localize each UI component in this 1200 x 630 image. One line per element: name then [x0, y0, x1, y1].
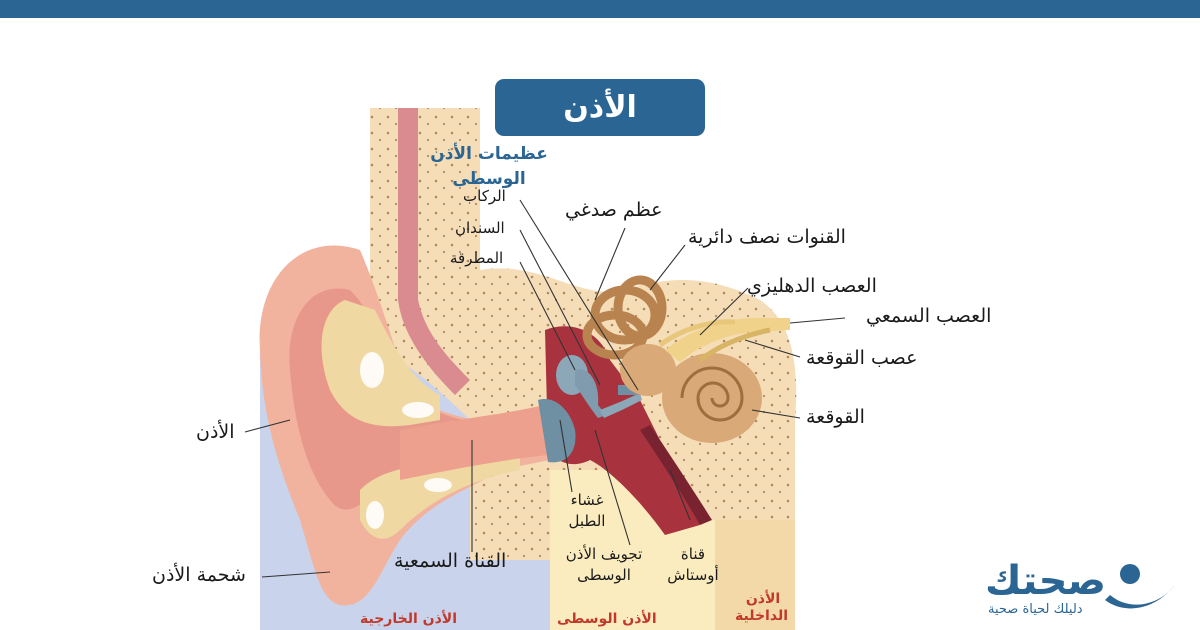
logo-icon — [1105, 564, 1175, 609]
cartilage-highlight-3 — [366, 501, 384, 529]
label-earlobe: شحمة الأذن — [152, 564, 246, 586]
label-ossicles-line1: عظيمات الأذن — [430, 144, 548, 164]
label-cochlea: القوقعة — [806, 406, 865, 428]
label-cochlear-nerve: عصب القوقعة — [806, 347, 918, 369]
eardrum — [538, 399, 576, 463]
leader-lines — [244, 199, 846, 578]
logo-wordmark: صحتك — [985, 558, 1107, 604]
label-incus: السندان — [455, 219, 505, 237]
top-bar — [0, 0, 1200, 18]
label-eustachian-line2: أوستاش — [667, 565, 719, 584]
page-title: الأذن — [495, 79, 705, 136]
cartilage-highlight-4 — [424, 478, 452, 492]
label-semicircular-canals: القنوات نصف دائرية — [688, 226, 846, 248]
label-eardrum-line2: الطبل — [568, 511, 606, 530]
label-inner-ear-line1: الأذن — [745, 591, 781, 607]
logo-tagline: دليلك لحياة صحية — [988, 602, 1083, 617]
label-ear: الأذن — [196, 421, 235, 443]
stapes-bone — [600, 393, 642, 418]
cochlear-nerve-strand — [698, 327, 771, 363]
label-middle-ear: الأذن الوسطى — [557, 611, 657, 627]
label-ear-canal: القناة السمعية — [394, 550, 507, 572]
vestibular-nerve-strand — [658, 319, 736, 348]
label-inner-ear-line2: الداخلية — [735, 608, 788, 625]
cartilage-highlight-1 — [360, 352, 384, 388]
semicircular-canals — [582, 275, 667, 360]
label-temporal-bone: عظم صدغي — [565, 199, 663, 221]
label-eardrum-line1: غشاء — [570, 491, 604, 509]
label-stapes: الركاب — [463, 187, 506, 205]
label-eustachian-line1: قناة — [680, 545, 706, 563]
label-inner-ear: الأذن الداخلية — [735, 591, 788, 625]
cochlea-shape — [662, 353, 762, 443]
inner-ear-zone — [715, 520, 795, 630]
label-middle-cavity-line1: تجويف الأذن — [565, 545, 643, 563]
label-outer-ear: الأذن الخارجية — [360, 611, 457, 627]
label-eustachian: قناة أوستاش — [663, 546, 723, 583]
oval-window — [618, 385, 642, 395]
label-vestibular-nerve: العصب الدهليزي — [747, 275, 877, 297]
label-auditory-nerve: العصب السمعي — [866, 305, 992, 327]
scalp-layer — [398, 108, 470, 395]
label-middle-cavity: تجويف الأذن الوسطى — [552, 546, 656, 583]
label-malleus: المطرقة — [450, 249, 504, 267]
cartilage-highlight-2 — [402, 402, 434, 418]
ear-canal — [400, 405, 548, 480]
label-ossicles-line2: الوسطى — [452, 168, 526, 189]
incus-bone — [575, 369, 606, 418]
auditory-nerve-bundle — [665, 318, 790, 362]
label-middle-cavity-line2: الوسطى — [577, 565, 631, 584]
label-ossicles: عظيمات الأذن الوسطى — [420, 145, 558, 188]
eustachian-tube — [640, 425, 712, 525]
label-eardrum: غشاء الطبل — [563, 492, 611, 529]
